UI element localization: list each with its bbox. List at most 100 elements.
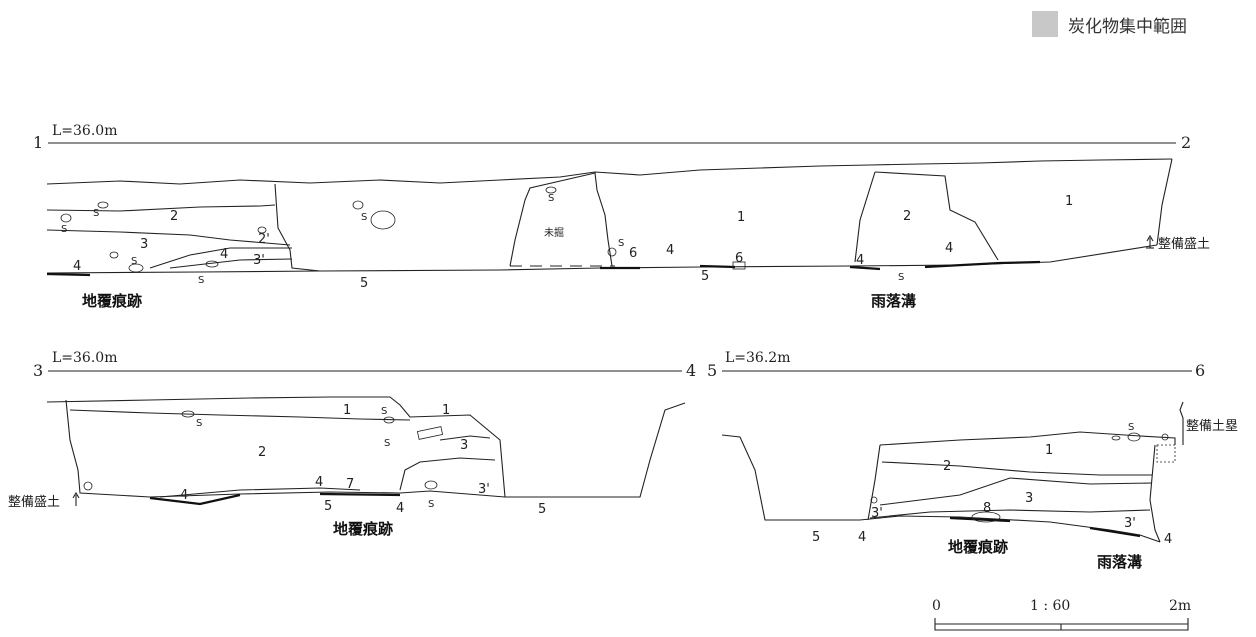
note-label: 整備盛土 (1158, 236, 1210, 252)
level-label: L=36.0m (52, 350, 117, 366)
layer-label: 7 (346, 477, 354, 492)
stone (1161, 433, 1169, 441)
stone-mark: S (428, 499, 434, 510)
layer-label: 3 (1025, 491, 1033, 506)
stone (181, 410, 195, 418)
unexcavated-block (509, 172, 613, 267)
layer-label: 4 (858, 530, 866, 545)
layer-label: 5 (812, 530, 820, 545)
charcoal-band (46, 260, 1041, 277)
feature-label: 地覆痕跡 (948, 538, 1008, 556)
stone (1111, 435, 1121, 441)
layer-boundary (159, 487, 361, 498)
layer-boundary (439, 435, 491, 441)
layer-label: 4 (945, 241, 953, 256)
embankment-edge (1179, 401, 1184, 445)
stone (732, 261, 746, 270)
stone-mark: S (618, 238, 624, 249)
layer-label: 5 (324, 499, 332, 514)
stone (257, 226, 267, 234)
level-label: L=36.0m (52, 123, 117, 139)
stone (352, 200, 364, 210)
ground-surface (46, 158, 1173, 185)
right-wall (1156, 158, 1173, 246)
feature-label: 地覆痕跡 (333, 520, 393, 538)
layer-label: 1 (1045, 443, 1053, 458)
section-point-end: 4 (686, 361, 696, 380)
pit-outline (65, 399, 686, 498)
stone (370, 210, 396, 230)
layer-label: 4 (1164, 532, 1172, 547)
charcoal-band (149, 492, 401, 506)
stone (128, 263, 144, 273)
note-label: 整備盛土 (8, 494, 60, 510)
layer-label: 3' (871, 506, 883, 521)
layer-label: 4 (73, 259, 81, 274)
section-point-end: 6 (1195, 361, 1205, 380)
ground-surface (879, 431, 1176, 446)
layer-label: 2 (943, 459, 951, 474)
level-label: L=36.2m (725, 350, 790, 366)
legend: 炭化物集中範囲 (1032, 10, 1187, 38)
layer-label: 1 (737, 210, 745, 225)
layer-label: 2' (258, 232, 270, 247)
layer-boundary (1149, 444, 1161, 543)
stone-mark: S (384, 438, 390, 449)
stone (971, 511, 1001, 523)
dotted-fill (1156, 444, 1176, 463)
unexcavated-label: 未掘 (544, 226, 564, 239)
layer-boundary (867, 444, 881, 521)
layer-label: 3' (1124, 516, 1136, 531)
layer-boundary (169, 258, 293, 269)
stone-mark: S (1128, 422, 1134, 433)
layer-boundary (274, 183, 321, 272)
stone (109, 251, 119, 259)
layer-label: 8 (983, 501, 991, 516)
layer-label: 4 (856, 253, 864, 268)
section-1-2: 1 L=36.0m 2 2 3 (33, 123, 1210, 310)
layer-boundary (879, 477, 1153, 506)
section-5-6: 5 L=36.2m 6 1 2 3 3' 8 3' 4 5 4 S 整備土塁 地… (707, 350, 1238, 571)
layer-boundary (874, 171, 999, 261)
arrow-up-icon (72, 491, 80, 499)
layer-label: 6 (629, 246, 637, 261)
feature-label: 雨落溝 (871, 292, 916, 310)
layer-label: 3' (478, 482, 490, 497)
section-point-start: 5 (707, 361, 717, 380)
stone (83, 481, 93, 491)
stone (545, 186, 557, 194)
note-label: 整備土塁 (1186, 418, 1238, 434)
layer-boundary (69, 409, 411, 421)
layer-label: 4 (666, 243, 674, 258)
layer-label: 4 (220, 247, 228, 262)
layer-label: 1 (1065, 194, 1073, 209)
scale-bar: 0 1 : 60 2m (932, 598, 1191, 631)
arrow-up-icon (1146, 234, 1154, 242)
layer-label: 3' (253, 253, 265, 268)
layer-label: 5 (538, 502, 546, 517)
feature-label: 雨落溝 (1097, 553, 1142, 571)
stone (416, 426, 444, 440)
stone (870, 496, 878, 504)
stone-mark: S (898, 272, 904, 283)
pit-outline (721, 434, 1161, 543)
stone-mark: S (548, 193, 554, 204)
stone (607, 247, 617, 257)
layer-label: 2 (903, 209, 911, 224)
layer-boundary (869, 509, 1151, 519)
scale-ratio: 1 : 60 (1030, 598, 1070, 614)
layer-boundary (46, 229, 291, 246)
stone (97, 201, 109, 209)
layer-boundary (881, 461, 1152, 476)
stone-mark: S (93, 208, 99, 219)
section-3-4: 3 L=36.0m 4 1 1 2 3 3' 4 4 7 5 4 5 S S S… (8, 350, 696, 538)
stone (383, 416, 395, 424)
layer-boundary (399, 457, 496, 491)
layer-label: 1 (442, 403, 450, 418)
legend-swatch (1032, 11, 1058, 37)
layer-label: 4 (315, 475, 323, 490)
stone-mark: S (198, 275, 204, 286)
layer-label: 4 (396, 501, 404, 516)
legend-text: 炭化物集中範囲 (1068, 16, 1187, 37)
